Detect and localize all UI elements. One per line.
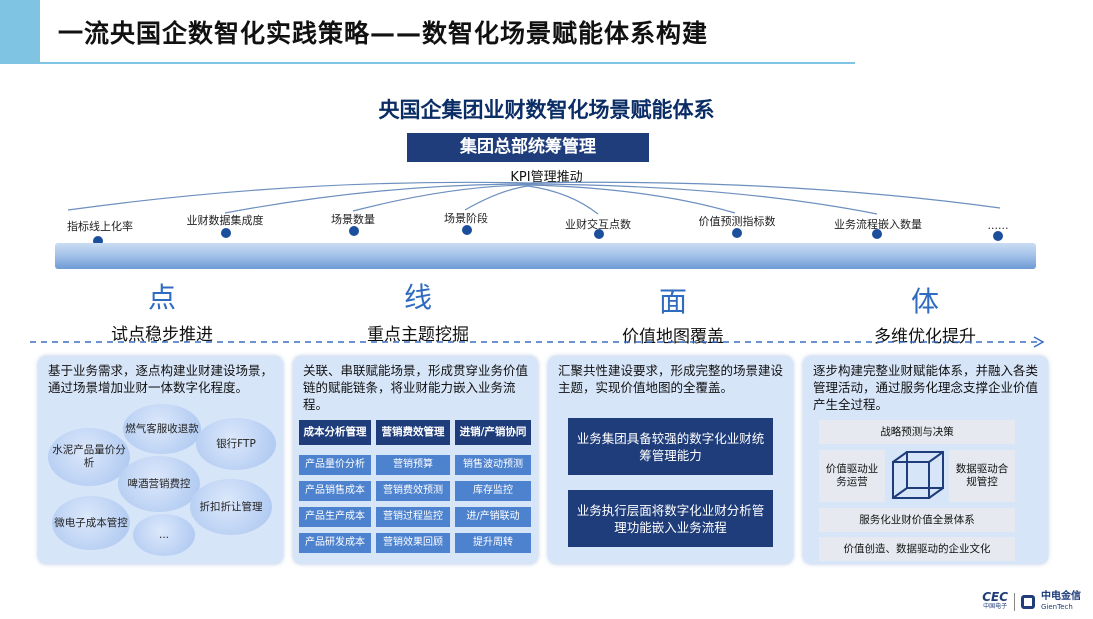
table-cell: 提升周转 bbox=[455, 533, 531, 553]
panel-point: 基于业务需求，逐点构建业财建设场景，通过场景增加业财一体数字化程度。 燃气客服收… bbox=[38, 356, 283, 564]
table-cell: 库存监控 bbox=[455, 481, 531, 501]
cec-logo-text: CEC bbox=[982, 590, 1008, 604]
cube-icon bbox=[892, 451, 944, 499]
cec-logo-sub: 中国电子 bbox=[983, 603, 1008, 610]
capability-box: 业务执行层面将数字化业财分析管理功能嵌入业务流程 bbox=[568, 490, 773, 547]
metric-dot bbox=[93, 236, 103, 246]
metric-label: 业务流程嵌入数量 bbox=[834, 218, 922, 231]
logo-divider bbox=[1014, 593, 1015, 611]
title-bar bbox=[0, 0, 1093, 64]
table-cell: 营销过程监控 bbox=[376, 507, 450, 527]
title-accent-block bbox=[0, 0, 40, 64]
phase-label-line: 重点主题挖掘 bbox=[367, 325, 469, 345]
table-cell: 营销费效预测 bbox=[376, 481, 450, 501]
panel-body-desc: 逐步构建完整业财赋能体系，并融入各类管理活动，通过服务化理念支撑企业价值产生全过… bbox=[813, 363, 1039, 412]
panel-body: 逐步构建完整业财赋能体系，并融入各类管理活动，通过服务化理念支撑企业价值产生全过… bbox=[803, 356, 1048, 564]
hq-management-box: 集团总部统筹管理 bbox=[407, 133, 649, 162]
metric-label: 场景数量 bbox=[331, 213, 375, 226]
phase-char-point: 点 bbox=[147, 281, 177, 314]
metric-dot bbox=[732, 228, 742, 238]
scenario-bubble: 银行FTP bbox=[196, 418, 276, 470]
table-cell: 产品销售成本 bbox=[299, 481, 371, 501]
metrics-base-band bbox=[55, 243, 1036, 269]
phase-char-surface: 面 bbox=[658, 285, 688, 318]
culture-box: 价值创造、数据驱动的企业文化 bbox=[819, 537, 1015, 561]
title-underline bbox=[40, 62, 855, 64]
cec-logo: CEC 中国电子 bbox=[982, 590, 1008, 612]
table-cell: 进/产销联动 bbox=[455, 507, 531, 527]
table-header: 进销/产销协同 bbox=[455, 420, 531, 445]
brand-logo-text: 中电金信 bbox=[1041, 591, 1081, 602]
metric-dot bbox=[349, 226, 359, 236]
phase-char-body: 体 bbox=[910, 285, 940, 318]
metric-label: 业财交互点数 bbox=[565, 218, 631, 231]
phase-char-line: 线 bbox=[403, 281, 433, 314]
panel-line: 关联、串联赋能场景，形成贯穿业务价值链的赋能链条，将业财能力嵌入业务流程。 成本… bbox=[293, 356, 538, 564]
table-cell: 销售波动预测 bbox=[455, 455, 531, 475]
scenario-bubble: 微电子成本管控 bbox=[52, 496, 130, 550]
scenario-bubble: 燃气客服收退款 bbox=[123, 404, 201, 454]
metric-label: 价值预测指标数 bbox=[698, 215, 776, 228]
kpi-label: KPI管理推动 bbox=[510, 170, 583, 185]
company-logo: CEC 中国电子 中电金信 GienTech bbox=[982, 591, 1081, 613]
metric-dot bbox=[462, 225, 472, 235]
table-cell: 产品研发成本 bbox=[299, 533, 371, 553]
scenario-bubble: 水泥产品量价分析 bbox=[48, 428, 130, 486]
compliance-box: 数据驱动合规管控 bbox=[949, 450, 1015, 502]
table-header: 成本分析管理 bbox=[299, 420, 371, 445]
scenario-bubble: 啤酒营销费控 bbox=[118, 456, 200, 512]
table-cell: 营销预算 bbox=[376, 455, 450, 475]
metric-dot bbox=[594, 229, 604, 239]
page-title: 一流央国企数智化实践策略——数智化场景赋能体系构建 bbox=[58, 19, 709, 48]
metric-dot bbox=[993, 231, 1003, 241]
brand-logo-sub: GienTech bbox=[1041, 603, 1073, 611]
panorama-box: 服务化业财价值全景体系 bbox=[819, 508, 1015, 532]
table-header: 营销费效管理 bbox=[376, 420, 450, 445]
panel-surface: 汇聚共性建设要求，形成完整的场景建设主题，实现价值地图的全覆盖。 业务集团具备较… bbox=[548, 356, 793, 564]
metric-label: 业财数据集成度 bbox=[186, 214, 264, 227]
panel-surface-desc: 汇聚共性建设要求，形成完整的场景建设主题，实现价值地图的全覆盖。 bbox=[558, 363, 784, 395]
operation-box: 价值驱动业务运营 bbox=[819, 450, 885, 502]
table-cell: 产品量价分析 bbox=[299, 455, 371, 475]
metric-dot bbox=[221, 228, 231, 238]
scenario-bubble: 折扣折让管理 bbox=[190, 479, 272, 535]
kpi-connector-arcs bbox=[67, 181, 1001, 215]
system-title: 央国企集团业财数智化场景赋能体系 bbox=[378, 98, 715, 122]
brand-mark-icon bbox=[1021, 595, 1035, 609]
scenario-bubble: ... bbox=[133, 514, 195, 556]
metric-label: 指标线上化率 bbox=[67, 220, 133, 233]
brand-logo: 中电金信 GienTech bbox=[1041, 592, 1081, 612]
panel-line-desc: 关联、串联赋能场景，形成贯穿业务价值链的赋能链条，将业财能力嵌入业务流程。 bbox=[303, 363, 529, 412]
metric-dot bbox=[872, 229, 882, 239]
metric-label: 场景阶段 bbox=[444, 212, 488, 225]
phase-arrow bbox=[30, 336, 1045, 348]
capability-box: 业务集团具备较强的数字化业财统筹管理能力 bbox=[568, 418, 773, 475]
phase-label-point: 试点稳步推进 bbox=[111, 325, 213, 345]
panel-point-desc: 基于业务需求，逐点构建业财建设场景，通过场景增加业财一体数字化程度。 bbox=[48, 363, 274, 395]
metric-label: ...... bbox=[987, 219, 1009, 232]
table-cell: 营销效果回顾 bbox=[376, 533, 450, 553]
strategy-box: 战略预测与决策 bbox=[819, 420, 1015, 444]
table-cell: 产品生产成本 bbox=[299, 507, 371, 527]
